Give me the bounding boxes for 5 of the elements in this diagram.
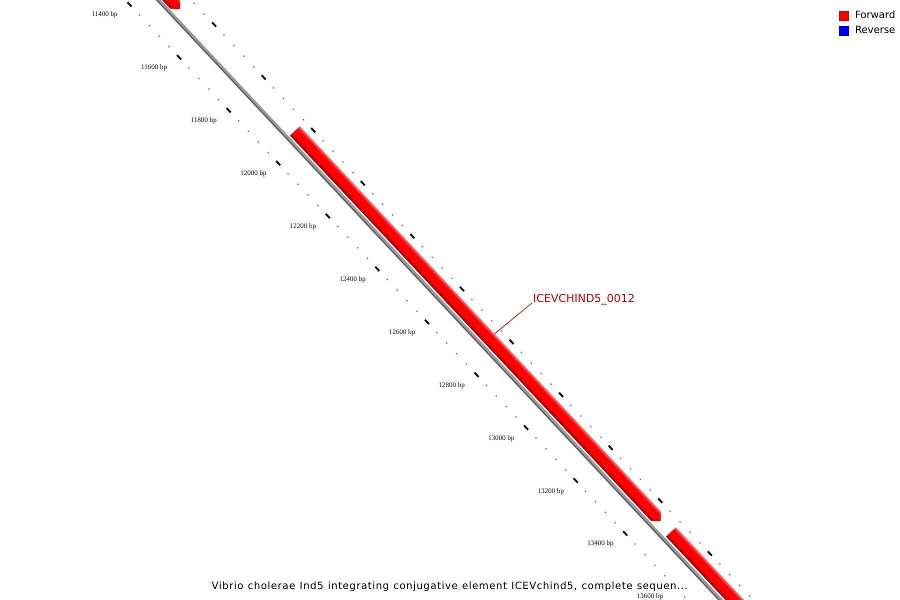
gene-label: ICEVCHIND5_0012 [533, 292, 635, 305]
caption: Vibrio cholerae Ind5 integrating conjugative element ICEVchind5, complete sequen... [212, 581, 688, 592]
leader-line [494, 302, 532, 334]
legend-label: Forward [855, 10, 896, 21]
legend-label: Reverse [855, 25, 896, 36]
